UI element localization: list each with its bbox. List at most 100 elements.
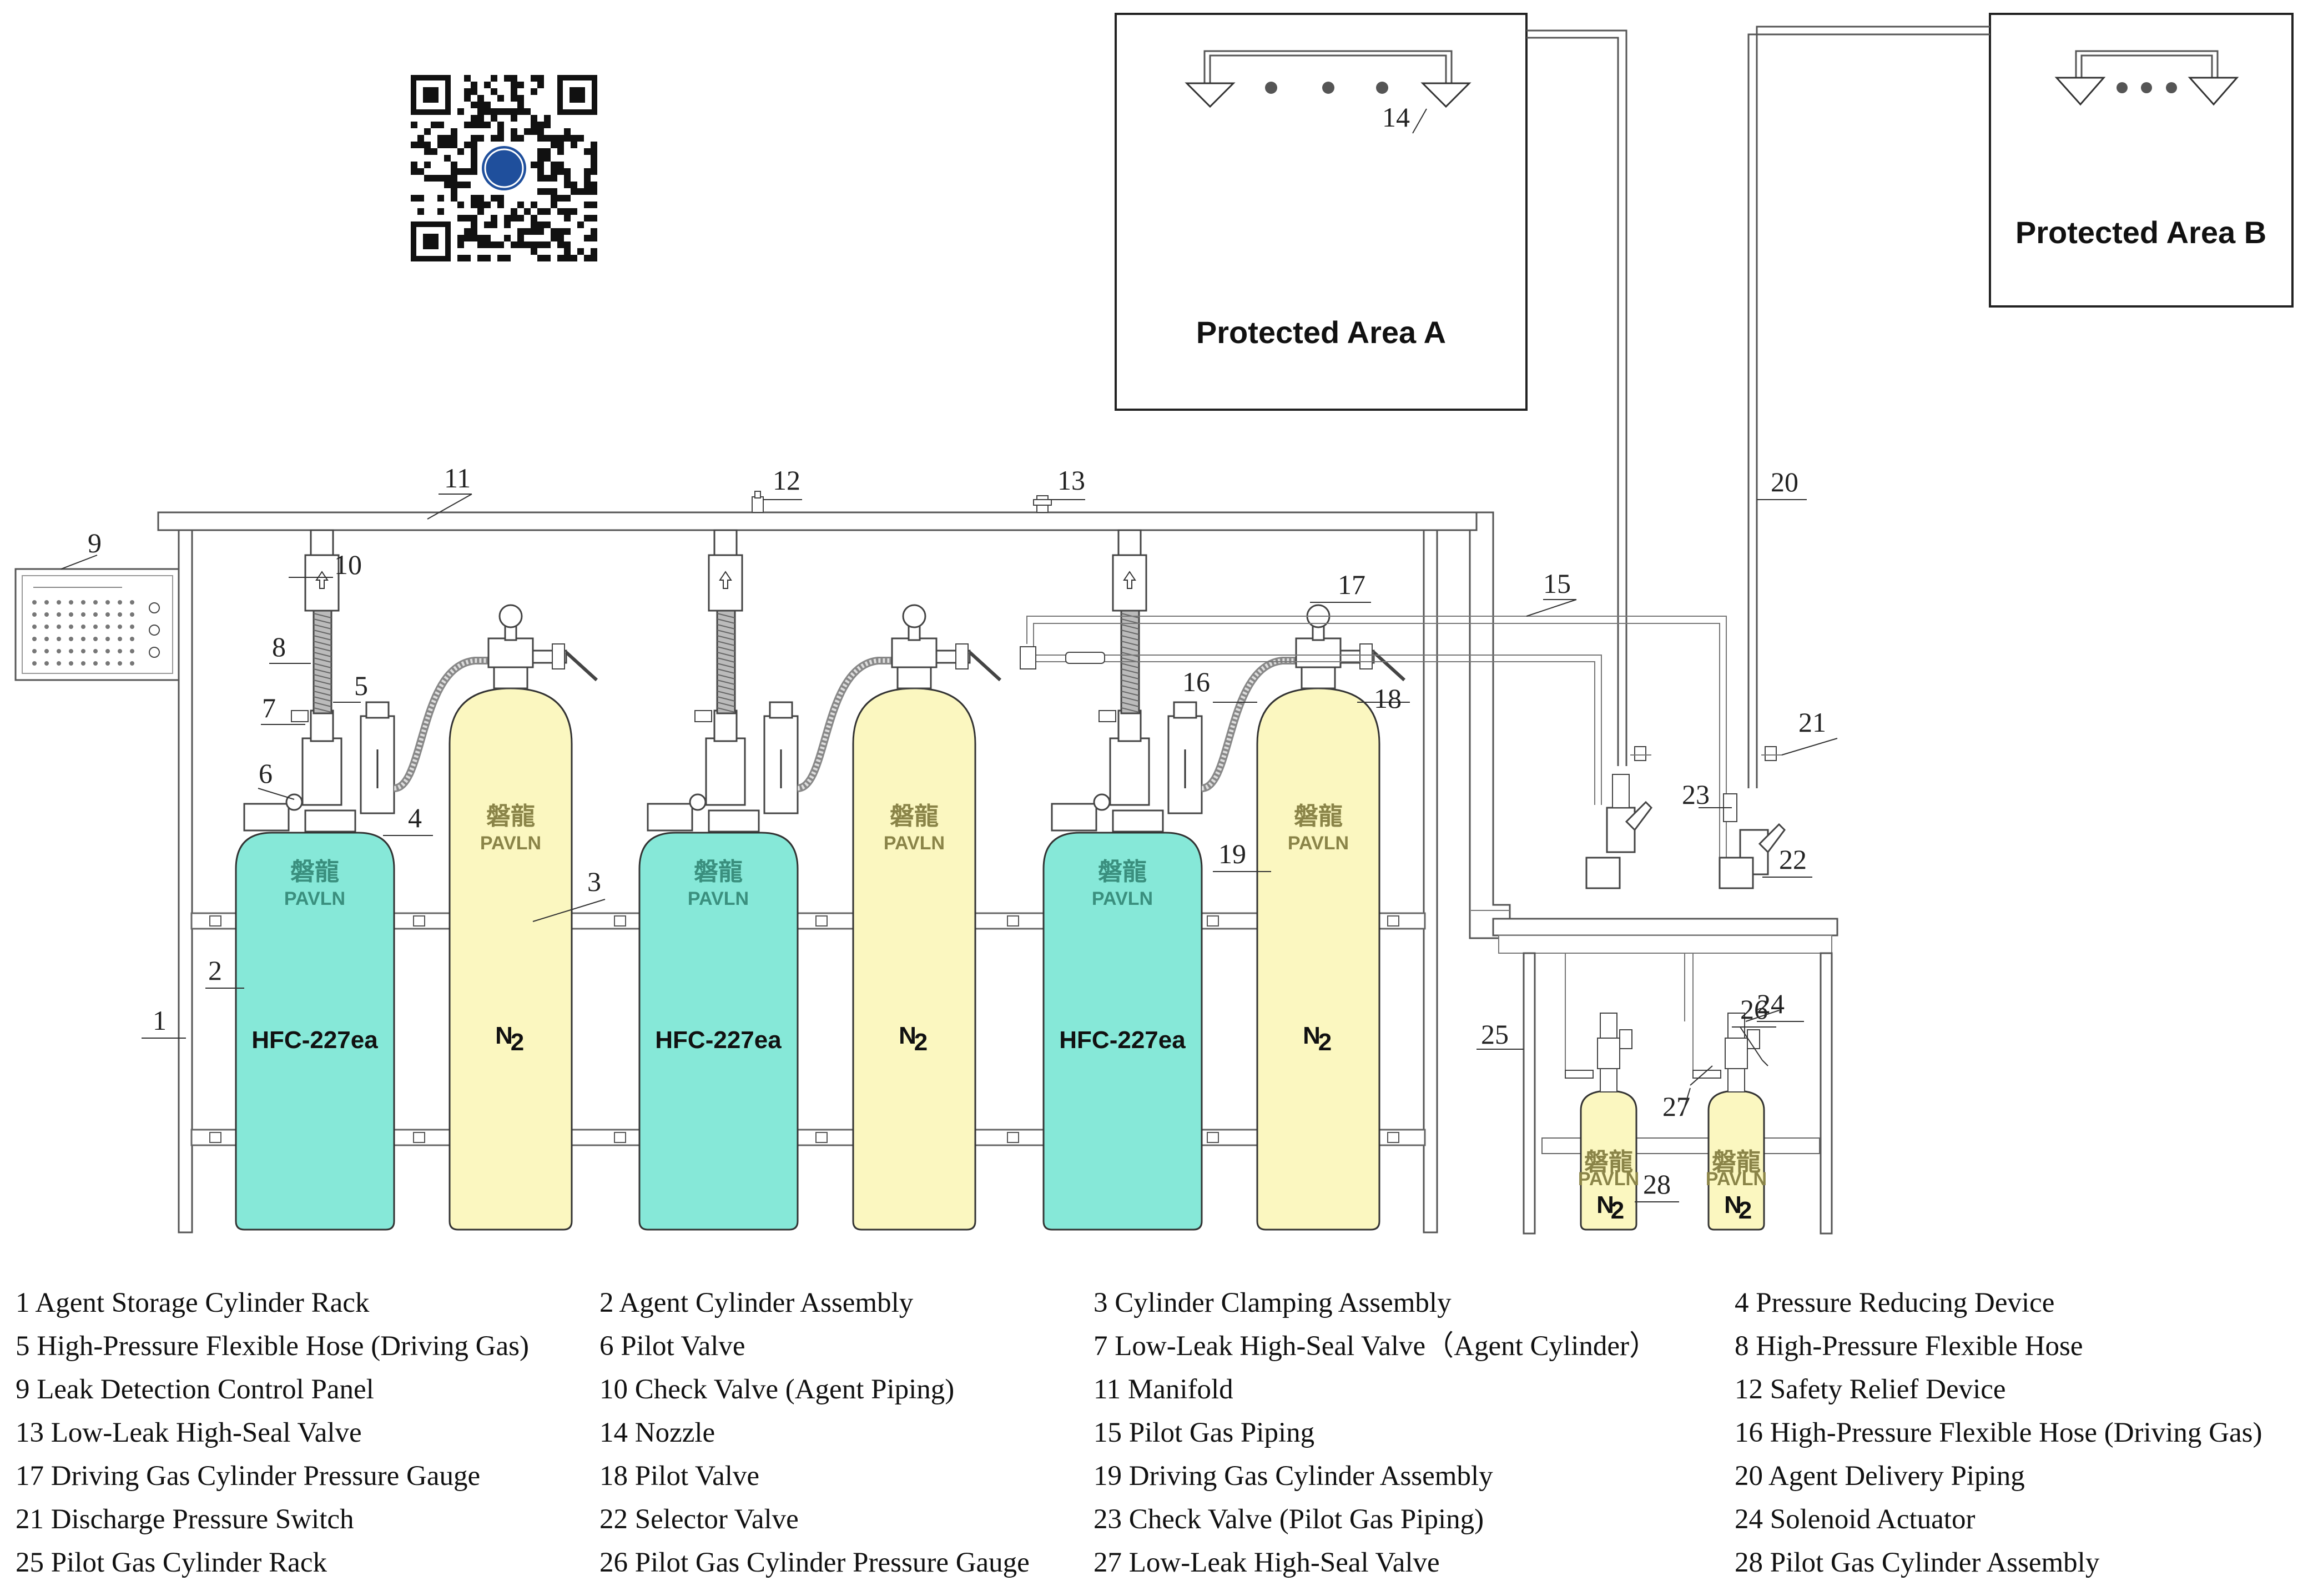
selector-valve-b bbox=[1719, 746, 1786, 889]
legend-item: 15 Pilot Gas Piping bbox=[1093, 1417, 1315, 1448]
nozzle-icon bbox=[2188, 77, 2239, 106]
svg-text:N: N bbox=[1303, 1022, 1321, 1049]
svg-text:磐龍: 磐龍 bbox=[890, 802, 939, 830]
legend-item: 19 Driving Gas Cylinder Assembly bbox=[1093, 1461, 1493, 1492]
legend-item: 25 Pilot Gas Cylinder Rack bbox=[16, 1547, 327, 1578]
callout-18: 18 bbox=[1374, 683, 1402, 714]
callout-17: 17 bbox=[1338, 569, 1365, 600]
svg-text:PAVLN: PAVLN bbox=[1288, 833, 1349, 854]
legend-item: 12 Safety Relief Device bbox=[1735, 1374, 2006, 1405]
legend-item: 11 Manifold bbox=[1093, 1374, 1233, 1405]
svg-text:磐龍: 磐龍 bbox=[1584, 1148, 1633, 1176]
check-valve bbox=[1020, 646, 1105, 669]
callout-7: 7 bbox=[262, 692, 276, 723]
protected-area-b-label: Protected Area B bbox=[2015, 215, 2266, 250]
svg-text:N: N bbox=[899, 1022, 916, 1049]
svg-text:N: N bbox=[1724, 1191, 1742, 1219]
qr-code bbox=[411, 75, 597, 261]
callout-15: 15 bbox=[1543, 568, 1571, 599]
svg-text:HFC-227ea: HFC-227ea bbox=[1059, 1026, 1186, 1054]
legend-item: 1 Agent Storage Cylinder Rack bbox=[16, 1287, 370, 1318]
driving-gas-cylinder: 磐龍 PAVLN N2 bbox=[449, 604, 598, 1231]
svg-text:磐龍: 磐龍 bbox=[1098, 858, 1147, 886]
callout-16: 16 bbox=[1182, 666, 1210, 697]
cylinder-callouts: 10 8 7 5 6 4 2 3 16 17 18 19 26 27 24 28 bbox=[205, 549, 1804, 1202]
svg-text:2: 2 bbox=[511, 1029, 524, 1056]
svg-text:磐龍: 磐龍 bbox=[694, 858, 743, 886]
legend-item: 14 Nozzle bbox=[599, 1417, 715, 1448]
legend-item: 18 Pilot Valve bbox=[599, 1461, 760, 1492]
selector-valve-a bbox=[1585, 746, 1652, 889]
agent-storage-cylinder-rack: 1 bbox=[142, 529, 1438, 1233]
svg-text:磐龍: 磐龍 bbox=[486, 802, 535, 830]
legend-item: 3 Cylinder Clamping Assembly bbox=[1093, 1287, 1452, 1318]
component-legend: 1 Agent Storage Cylinder Rack 2 Agent Cy… bbox=[16, 1277, 2302, 1588]
legend-item: 22 Selector Valve bbox=[599, 1504, 799, 1535]
legend-item: 26 Pilot Gas Cylinder Pressure Gauge bbox=[599, 1547, 1030, 1578]
callout-23: 23 bbox=[1682, 779, 1710, 810]
legend-item: 27 Low-Leak High-Seal Valve bbox=[1093, 1547, 1440, 1578]
legend-item: 24 Solenoid Actuator bbox=[1735, 1504, 1976, 1535]
svg-text:2: 2 bbox=[1738, 1197, 1752, 1224]
nozzle-icon bbox=[1420, 82, 1472, 108]
callout-25: 25 bbox=[1481, 1019, 1509, 1050]
qr-logo-icon bbox=[482, 146, 526, 190]
svg-text:N: N bbox=[1596, 1191, 1614, 1219]
legend-item: 5 High-Pressure Flexible Hose (Driving G… bbox=[16, 1331, 529, 1362]
leak-detection-control-panel: 9 bbox=[14, 527, 180, 681]
legend-item: 8 High-Pressure Flexible Hose bbox=[1735, 1331, 2083, 1362]
svg-text:HFC-227ea: HFC-227ea bbox=[655, 1026, 782, 1054]
legend-item: 21 Discharge Pressure Switch bbox=[16, 1504, 354, 1535]
legend-item: 23 Check Valve (Pilot Gas Piping) bbox=[1093, 1504, 1484, 1535]
svg-text:PAVLN: PAVLN bbox=[688, 888, 749, 909]
legend-item: 9 Leak Detection Control Panel bbox=[16, 1374, 374, 1405]
callout-5: 5 bbox=[354, 670, 368, 701]
callout-4: 4 bbox=[408, 802, 422, 833]
svg-text:2: 2 bbox=[914, 1029, 928, 1056]
legend-item: 13 Low-Leak High-Seal Valve bbox=[16, 1417, 362, 1448]
svg-text:PAVLN: PAVLN bbox=[284, 888, 345, 909]
callout-28: 28 bbox=[1643, 1169, 1671, 1200]
nozzle-icon bbox=[1185, 82, 1236, 108]
callout-21: 21 bbox=[1798, 707, 1826, 738]
callout-14: 14 bbox=[1382, 102, 1410, 133]
callout-6: 6 bbox=[259, 758, 273, 789]
protected-area-a-label: Protected Area A bbox=[1196, 315, 1446, 350]
svg-text:磐龍: 磐龍 bbox=[290, 858, 339, 886]
callout-19: 19 bbox=[1218, 838, 1246, 869]
legend-item: 28 Pilot Gas Cylinder Assembly bbox=[1735, 1547, 2100, 1578]
svg-text:PAVLN: PAVLN bbox=[480, 833, 541, 854]
legend-item: 20 Agent Delivery Piping bbox=[1735, 1461, 2025, 1492]
svg-text:2: 2 bbox=[1611, 1197, 1624, 1224]
callout-1: 1 bbox=[153, 1005, 167, 1036]
valve-stack bbox=[285, 529, 395, 814]
svg-text:PAVLN: PAVLN bbox=[1706, 1169, 1767, 1190]
callout-27: 27 bbox=[1662, 1091, 1690, 1122]
legend-item: 2 Agent Cylinder Assembly bbox=[599, 1287, 914, 1318]
low-leak-high-seal-valve: 13 bbox=[1033, 465, 1085, 513]
legend-item: 17 Driving Gas Cylinder Pressure Gauge bbox=[16, 1461, 481, 1492]
svg-text:HFC-227ea: HFC-227ea bbox=[251, 1026, 378, 1054]
callout-26: 26 bbox=[1740, 994, 1768, 1025]
callout-10: 10 bbox=[334, 549, 362, 580]
legend-item: 6 Pilot Valve bbox=[599, 1331, 745, 1362]
callout-22: 22 bbox=[1779, 844, 1807, 875]
valve-stack bbox=[689, 529, 799, 814]
legend-item: 4 Pressure Reducing Device bbox=[1735, 1287, 2055, 1318]
callout-8: 8 bbox=[272, 631, 286, 662]
svg-text:磐龍: 磐龍 bbox=[1294, 802, 1343, 830]
legend-item: 10 Check Valve (Agent Piping) bbox=[599, 1374, 955, 1405]
callout-9: 9 bbox=[88, 527, 102, 558]
callout-20: 20 bbox=[1771, 466, 1798, 497]
svg-text:N: N bbox=[495, 1022, 513, 1049]
callout-3: 3 bbox=[587, 866, 601, 897]
legend-item: 16 High-Pressure Flexible Hose (Driving … bbox=[1735, 1417, 2262, 1448]
